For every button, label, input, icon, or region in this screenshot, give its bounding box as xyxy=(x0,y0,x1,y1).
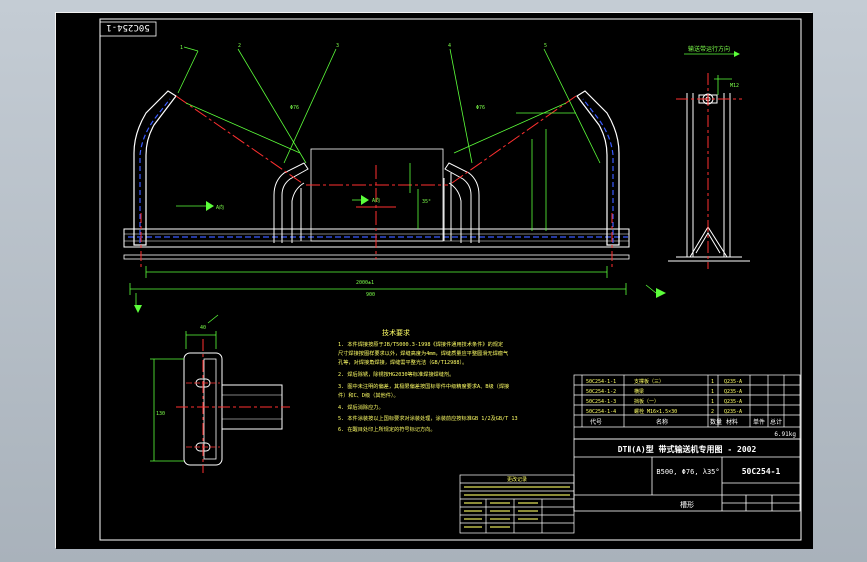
parts-row-4: 50C254-1-4 螺栓 M16×1.5×30 2 Q235-A xyxy=(586,408,742,415)
svg-text:Φ76: Φ76 xyxy=(476,105,485,111)
svg-text:1: 1 xyxy=(711,399,714,405)
svg-text:50C254-1-4: 50C254-1-4 xyxy=(586,409,616,415)
svg-text:横梁: 横梁 xyxy=(634,388,644,395)
tech-note-3: 3. 图中未注明的偏差，其极限偏差按国标零件中级精度要求A、B级（焊接 xyxy=(338,382,509,390)
tech-note-6: 6. 在醒目处印上所规定的符号标记方向。 xyxy=(338,425,436,433)
svg-text:130: 130 xyxy=(156,411,165,417)
svg-text:M12: M12 xyxy=(730,83,739,89)
svg-text:数量: 数量 xyxy=(710,418,722,426)
title-block: DTⅡ(A)型 带式输送机专用图 - 2002 B500, Φ76, λ35° … xyxy=(573,438,801,512)
svg-text:代号: 代号 xyxy=(590,418,602,426)
svg-text:Q235-A: Q235-A xyxy=(724,389,742,395)
parts-row-2: 50C254-1-2 横梁 1 Q235-A xyxy=(586,388,742,395)
tech-note-5: 5. 本件涂装按以上国标要求对涂装处理，涂装前应按标准GB 1/2及GB/T 1… xyxy=(338,414,518,422)
svg-text:A向: A向 xyxy=(372,197,380,204)
rotated-drawing-number: 50C254-1 xyxy=(99,21,157,37)
main-title: DTⅡ(A)型 带式输送机专用图 - 2002 xyxy=(618,444,757,454)
spec-text: B500, Φ76, λ35° xyxy=(656,468,719,476)
svg-text:2000±1: 2000±1 xyxy=(356,280,374,286)
svg-text:50C254-1-1: 50C254-1-1 xyxy=(586,379,616,385)
svg-text:支撑板（三）: 支撑板（三） xyxy=(634,378,664,385)
parts-list: 50C254-1-1 支撑板（三） 1 Q235-A 50C254-1-2 横梁… xyxy=(573,374,801,440)
svg-text:Q235-A: Q235-A xyxy=(724,409,742,415)
svg-text:挡板（一）: 挡板（一） xyxy=(634,398,659,405)
svg-text:2: 2 xyxy=(238,43,241,49)
svg-text:3: 3 xyxy=(336,43,339,49)
tech-note-1b: 尺寸焊接按图样要求以外，焊缝高度为4mm，焊缝质量应平整圆滑无焊瘤气 xyxy=(338,349,508,357)
parts-row-3: 50C254-1-3 挡板（一） 1 Q235-A xyxy=(586,398,742,405)
svg-text:总计: 总计 xyxy=(770,418,782,426)
svg-text:名称: 名称 xyxy=(656,418,668,426)
svg-text:材料: 材料 xyxy=(726,418,738,426)
svg-text:5: 5 xyxy=(544,43,547,49)
drawing-code: 50C254-1 xyxy=(742,467,781,476)
svg-text:单件: 单件 xyxy=(753,418,765,426)
side-view-label: 输送带运行方向 xyxy=(688,45,730,53)
part-name: 槽形 xyxy=(680,500,694,509)
tech-note-1c: 孔等，对焊接角焊接，焊缝需平整光洁（GB/T12988）。 xyxy=(338,358,467,366)
side-view: 输送带运行方向 xyxy=(668,45,750,269)
svg-text:Φ76: Φ76 xyxy=(290,105,299,111)
revision-block: 更改记录 xyxy=(459,474,575,534)
svg-text:1: 1 xyxy=(711,379,714,385)
svg-text:900: 900 xyxy=(366,292,375,298)
parts-row-1: 50C254-1-1 支撑板（三） 1 Q235-A xyxy=(586,378,742,385)
tech-note-2: 2. 焊后除锈，除锈按HG2030等标准焊接焊缝剂。 xyxy=(338,370,454,378)
svg-text:50C254-1-3: 50C254-1-3 xyxy=(586,399,616,405)
drawing-sheet: 50C254-1 xyxy=(55,12,813,549)
svg-text:50C254-1-2: 50C254-1-2 xyxy=(586,389,616,395)
drawing-canvas: 50C254-1 xyxy=(56,13,813,549)
svg-text:2: 2 xyxy=(711,409,714,415)
tech-note-4: 4. 焊后消除应力。 xyxy=(338,403,384,411)
tech-note-1: 1. 本件焊接按原于JB/T5000.3-1998《焊接件通用技术条件》的规定 xyxy=(338,340,503,348)
main-front-view: 2000±1 900 A向 A向 Φ76 Φ76 35° 1 2 3 4 5 xyxy=(123,43,666,313)
revision-title: 更改记录 xyxy=(507,476,527,483)
detail-view: 40 130 xyxy=(150,314,290,473)
technical-notes: 技术要求 1. 本件焊接按原于JB/T5000.3-1998《焊接件通用技术条件… xyxy=(338,328,518,433)
svg-text:4: 4 xyxy=(448,43,451,49)
svg-text:Q235-A: Q235-A xyxy=(724,399,742,405)
svg-text:1: 1 xyxy=(711,389,714,395)
svg-text:1: 1 xyxy=(180,45,183,51)
parts-header: 代号 名称 数量 材料 单件 总计 xyxy=(590,418,782,426)
tech-note-3b: 件）和C、D级（其他件）。 xyxy=(338,391,399,399)
total-mass: 6.91kg xyxy=(774,431,796,438)
svg-text:40: 40 xyxy=(200,325,206,331)
rotated-number-text: 50C254-1 xyxy=(106,22,149,32)
svg-text:螺栓 M16×1.5×30: 螺栓 M16×1.5×30 xyxy=(634,408,677,415)
svg-text:A向: A向 xyxy=(216,204,224,211)
svg-text:35°: 35° xyxy=(422,199,431,205)
tech-notes-title: 技术要求 xyxy=(382,328,410,337)
svg-text:Q235-A: Q235-A xyxy=(724,379,742,385)
drawing-frame xyxy=(99,18,802,541)
